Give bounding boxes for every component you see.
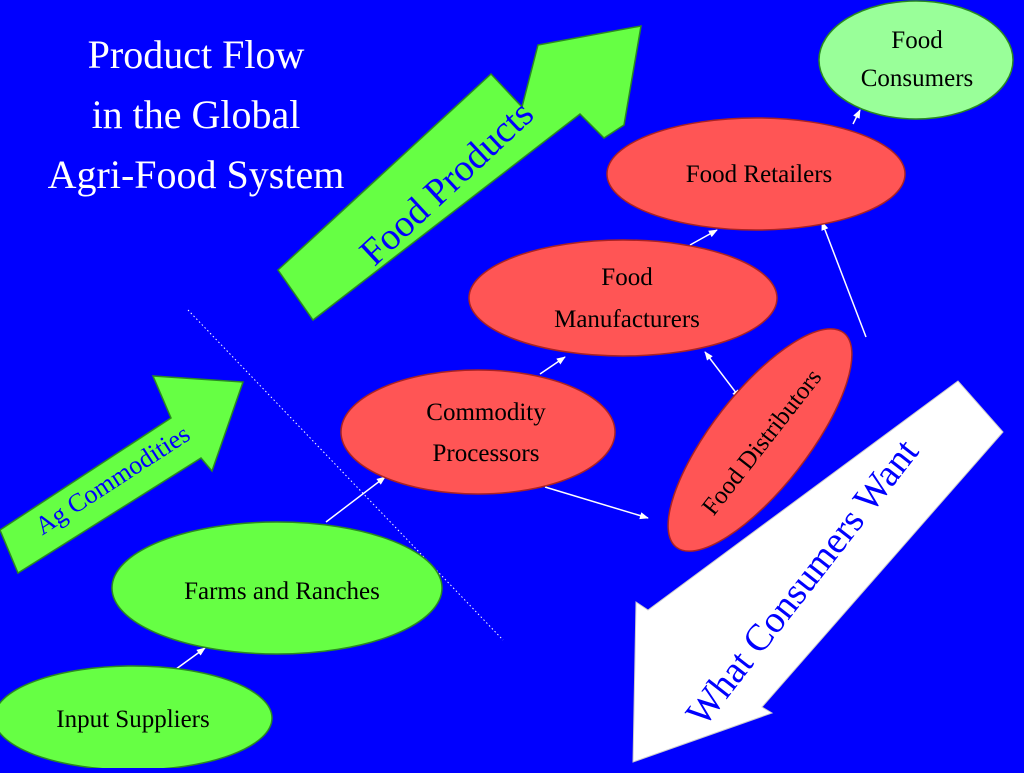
node-food-consumers: Food Consumers xyxy=(818,0,1014,120)
slide-title: Product Flow in the Global Agri-Food Sys… xyxy=(48,32,345,197)
food-consumers-line-1: Food xyxy=(891,27,943,54)
connector-manufacturers-to-retailers xyxy=(689,229,718,246)
connectors xyxy=(171,109,867,673)
divider-dotted-line xyxy=(187,309,504,641)
node-food-manufacturers: Food Manufacturers xyxy=(468,239,778,357)
node-input-suppliers: Input Suppliers xyxy=(0,665,273,771)
connector-processors-to-distributors xyxy=(544,486,649,520)
node-farms-and-ranches: Farms and Ranches xyxy=(111,521,443,655)
node-commodity-processors: Commodity Processors xyxy=(340,369,616,495)
commodity-processors-line-2: Processors xyxy=(433,440,540,467)
title-line-1: Product Flow xyxy=(88,32,305,77)
node-food-retailers: Food Retailers xyxy=(606,117,906,231)
food-manufacturers-line-1: Food xyxy=(601,264,653,291)
connector-manufacturers-distributors xyxy=(704,351,741,399)
input-suppliers-label: Input Suppliers xyxy=(56,706,209,733)
connector-retailers-to-consumers xyxy=(852,109,861,125)
farms-and-ranches-label: Farms and Ranches xyxy=(184,578,380,605)
commodity-processors-line-1: Commodity xyxy=(426,399,546,426)
connector-distributors-to-retailers xyxy=(821,221,867,338)
connector-processors-to-manufacturers xyxy=(539,356,566,375)
food-retailers-label: Food Retailers xyxy=(686,161,833,188)
food-consumers-line-2: Consumers xyxy=(861,65,974,92)
title-line-2: in the Global xyxy=(92,92,301,137)
connector-farms-to-processors xyxy=(325,476,386,523)
title-line-3: Agri-Food System xyxy=(48,152,345,197)
food-manufacturers-line-2: Manufacturers xyxy=(554,306,700,333)
